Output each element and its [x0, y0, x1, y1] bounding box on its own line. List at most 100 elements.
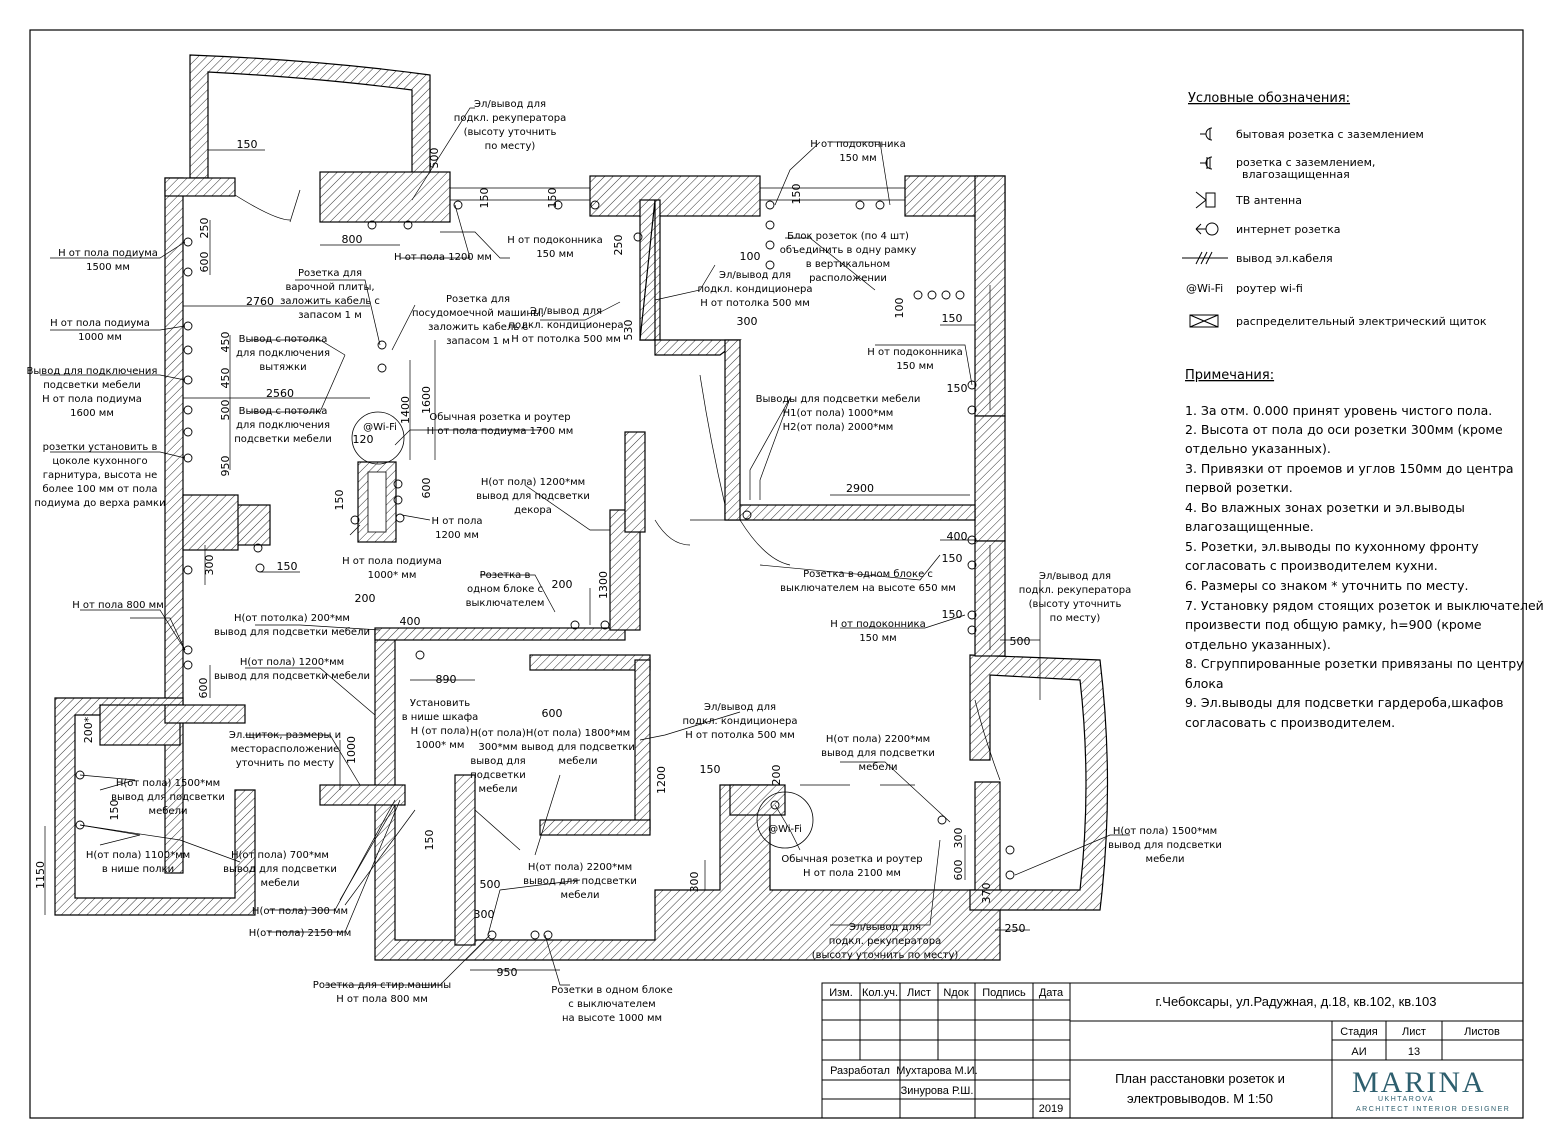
legend-title: Условные обозначения: — [1188, 91, 1350, 106]
svg-text:Н от подоконника: Н от подоконника — [867, 347, 962, 358]
svg-text:Н(от пола) 700*мм: Н(от пола) 700*мм — [231, 850, 329, 861]
title-block-text: Изм. Кол.уч. Лист Nдок Подпись Дата г.Че… — [829, 987, 1500, 1115]
svg-text:Установить: Установить — [410, 698, 470, 709]
svg-text:Н(от пола) 300 мм: Н(от пола) 300 мм — [252, 906, 348, 917]
tv-antenna-icon — [1195, 191, 1216, 209]
svg-text:Розетка в: Розетка в — [480, 570, 531, 581]
dimension-numbers: 150 250 600 800 500 150 150 250 150 100 … — [34, 138, 1031, 979]
svg-text:@Wi-Fi: @Wi-Fi — [768, 824, 802, 835]
kitchen-island — [357, 461, 397, 543]
svg-text:подкл. кондиционера: подкл. кондиционера — [697, 284, 812, 295]
svg-text:месторасположение: месторасположение — [231, 744, 340, 755]
svg-text:на высоте 1000 мм: на высоте 1000 мм — [562, 1013, 662, 1024]
svg-text:Н(от пола) 1100*мм: Н(от пола) 1100*мм — [86, 850, 190, 861]
svg-text:Н от пола 2100 мм: Н от пола 2100 мм — [803, 868, 901, 879]
svg-text:250: 250 — [1005, 922, 1026, 935]
svg-text:950: 950 — [219, 456, 232, 477]
svg-text:Розетки в одном блоке: Розетки в одном блоке — [551, 985, 673, 996]
svg-text:Н(от пола) 1200*мм: Н(от пола) 1200*мм — [481, 477, 585, 488]
svg-text:100: 100 — [893, 298, 906, 319]
svg-text:Лист: Лист — [907, 987, 931, 999]
svg-text:заложить кабель с: заложить кабель с — [280, 296, 380, 307]
svg-text:варочной плиты,: варочной плиты, — [285, 282, 374, 293]
svg-text:1600 мм: 1600 мм — [70, 408, 114, 419]
wifi-router-icon: @Wi-Fi — [1186, 282, 1223, 295]
svg-text:Эл/вывод для: Эл/вывод для — [849, 922, 921, 933]
svg-text:в нише шкафа: в нише шкафа — [402, 712, 479, 723]
svg-text:950: 950 — [497, 966, 518, 979]
svg-text:вывод для подсветки: вывод для подсветки — [1108, 840, 1222, 851]
svg-text:Н от потолка 500 мм: Н от потолка 500 мм — [685, 730, 795, 741]
svg-text:1300: 1300 — [597, 571, 610, 599]
svg-text:1000: 1000 — [345, 736, 358, 764]
svg-text:подкл. кондиционера: подкл. кондиционера — [508, 320, 623, 331]
svg-text:выключателем: выключателем — [466, 598, 545, 609]
svg-text:500: 500 — [1010, 635, 1031, 648]
svg-text:Nдок: Nдок — [943, 987, 968, 999]
svg-text:АИ: АИ — [1351, 1046, 1366, 1058]
svg-text:Мухтарова М.И.: Мухтарова М.И. — [896, 1065, 978, 1077]
svg-text:Розетка для: Розетка для — [446, 294, 510, 305]
svg-text:выключателем на высоте 650 мм: выключателем на высоте 650 мм — [780, 583, 956, 594]
svg-text:распределительный электрически: распределительный электрический щиток — [1236, 315, 1487, 328]
notes-title: Примечания: — [1185, 368, 1274, 383]
svg-text:250: 250 — [198, 218, 211, 239]
svg-text:электровыводов. М 1:50: электровыводов. М 1:50 — [1127, 1091, 1273, 1106]
svg-text:7. Установку рядом стоящих роз: 7. Установку рядом стоящих розеток и вык… — [1185, 598, 1544, 613]
svg-text:Обычная розетка и роутер: Обычная розетка и роутер — [781, 854, 922, 865]
svg-text:120: 120 — [353, 433, 374, 446]
legend: Условные обозначения: бытовая розетка с … — [1182, 91, 1487, 328]
svg-text:Эл/вывод для: Эл/вывод для — [704, 702, 776, 713]
svg-text:600: 600 — [542, 707, 563, 720]
svg-text:Выводы для подсветки мебели: Выводы для подсветки мебели — [756, 394, 921, 405]
svg-text:200: 200 — [552, 578, 573, 591]
svg-text:по месту): по месту) — [485, 141, 536, 152]
svg-text:Н от пола подиума: Н от пола подиума — [58, 248, 158, 259]
svg-text:запасом 1 м: запасом 1 м — [446, 336, 510, 347]
project-address: г.Чебоксары, ул.Радужная, д.18, кв.102, … — [1156, 994, 1437, 1009]
title-block — [821, 982, 1524, 1119]
svg-text:для подключения: для подключения — [236, 420, 330, 431]
svg-text:цоколе кухонного: цоколе кухонного — [52, 456, 147, 467]
svg-text:по месту): по месту) — [1050, 613, 1101, 624]
svg-text:150 мм: 150 мм — [536, 249, 573, 260]
svg-text:вывод для подсветки: вывод для подсветки — [523, 876, 637, 887]
svg-text:Стадия: Стадия — [1340, 1026, 1378, 1038]
svg-text:вывод для: вывод для — [470, 756, 525, 767]
svg-text:UKHTAROVA: UKHTAROVA — [1378, 1096, 1434, 1103]
svg-text:мебели: мебели — [479, 784, 518, 795]
svg-text:150 мм: 150 мм — [859, 633, 896, 644]
svg-text:мебели: мебели — [261, 878, 300, 889]
svg-text:посудомоечной машины,: посудомоечной машины, — [412, 308, 544, 319]
svg-text:декора: декора — [514, 505, 552, 516]
svg-text:200: 200 — [355, 592, 376, 605]
svg-text:вывод для подсветки мебели: вывод для подсветки мебели — [214, 671, 370, 682]
svg-text:блока: блока — [1185, 676, 1224, 691]
svg-text:Н от пола 800 мм: Н от пола 800 мм — [336, 994, 428, 1005]
svg-text:мебели: мебели — [1146, 854, 1185, 865]
svg-text:(высоту уточнить: (высоту уточнить — [1029, 599, 1122, 610]
svg-text:отдельно указанных).: отдельно указанных). — [1185, 637, 1331, 652]
svg-text:1000* мм: 1000* мм — [416, 740, 465, 751]
svg-text:Н(от пола) 1500*мм: Н(от пола) 1500*мм — [1113, 826, 1217, 837]
svg-text:вывод для подсветки: вывод для подсветки — [111, 792, 225, 803]
cable-outlet-icon — [1182, 251, 1228, 265]
svg-text:розетка с заземлением,: розетка с заземлением, — [1236, 156, 1375, 169]
svg-text:Н(от потолка) 200*мм: Н(от потолка) 200*мм — [234, 613, 350, 624]
svg-text:ARCHITECT INTERIOR DESIGNER: ARCHITECT INTERIOR DESIGNER — [1356, 1106, 1510, 1113]
svg-text:влагозащищенная: влагозащищенная — [1242, 168, 1350, 181]
drawing-title: План расстановки розеток и — [1115, 1071, 1285, 1086]
leader-lines — [40, 107, 1130, 986]
svg-text:Н от пола подиума: Н от пола подиума — [42, 394, 142, 405]
notes: Примечания: 1. За отм. 0.000 принят уров… — [1185, 368, 1544, 730]
svg-text:2760: 2760 — [246, 295, 274, 308]
svg-text:5. Розетки, эл.выводы по кухон: 5. Розетки, эл.выводы по кухонному фронт… — [1185, 539, 1479, 554]
svg-text:890: 890 — [436, 673, 457, 686]
svg-text:Листов: Листов — [1464, 1026, 1500, 1038]
svg-text:2560: 2560 — [266, 387, 294, 400]
distribution-board-icon — [1189, 314, 1219, 328]
svg-text:Лист: Лист — [1402, 1026, 1426, 1038]
svg-text:Н от пола подиума 1700 мм: Н от пола подиума 1700 мм — [427, 426, 574, 437]
svg-text:объединить в одну рамку: объединить в одну рамку — [780, 245, 917, 256]
svg-text:ТВ антенна: ТВ антенна — [1235, 194, 1302, 207]
